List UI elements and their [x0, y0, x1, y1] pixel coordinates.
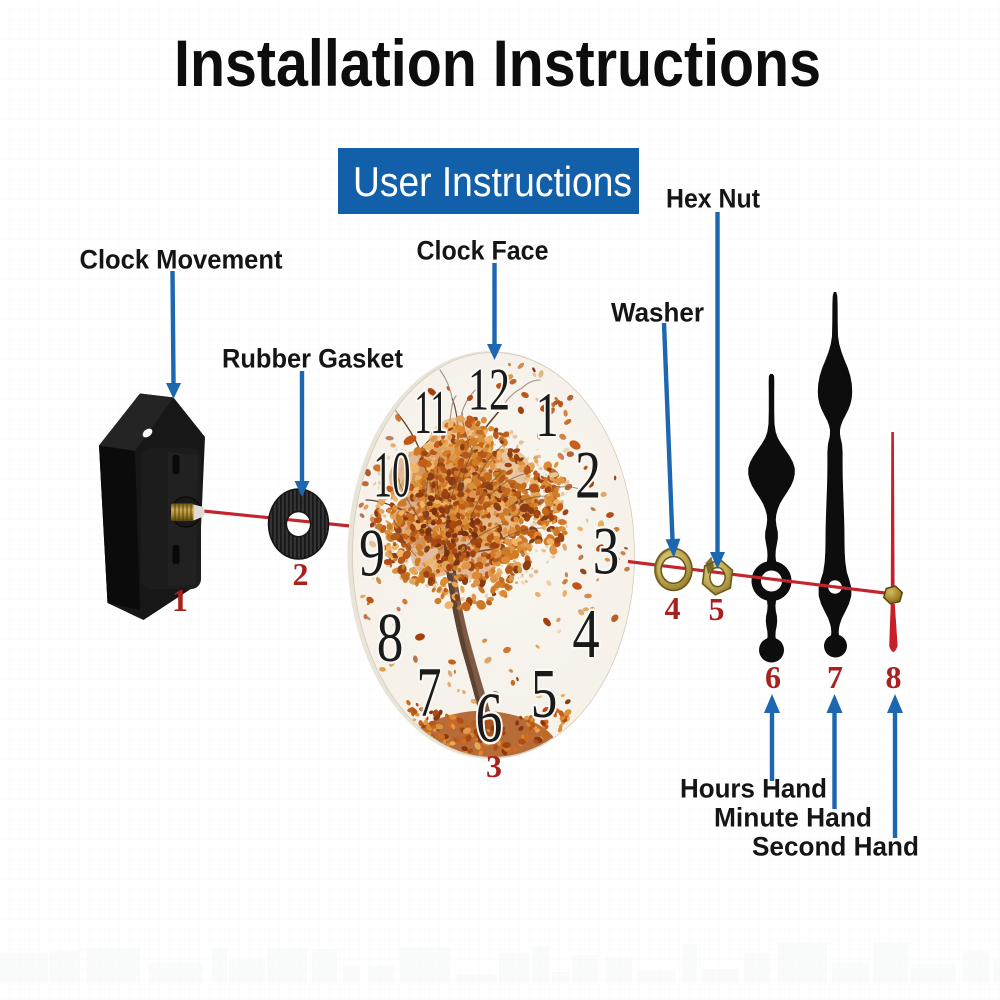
svg-text:1: 1 [172, 582, 188, 618]
svg-text:6: 6 [765, 659, 781, 695]
svg-text:2: 2 [575, 438, 601, 513]
svg-text:9: 9 [359, 516, 385, 591]
svg-text:3: 3 [593, 514, 620, 589]
svg-text:Clock Movement: Clock Movement [80, 245, 283, 275]
svg-text:5: 5 [531, 656, 558, 733]
svg-text:3: 3 [486, 748, 502, 784]
svg-text:4: 4 [572, 595, 599, 673]
svg-text:Hours Hand: Hours Hand [680, 774, 827, 804]
svg-text:Minute Hand: Minute Hand [714, 803, 872, 833]
svg-text:10: 10 [374, 437, 411, 511]
svg-text:User Instructions: User Instructions [353, 158, 632, 205]
svg-text:7: 7 [827, 659, 843, 695]
svg-text:7: 7 [417, 653, 442, 732]
svg-text:6: 6 [476, 678, 503, 757]
svg-text:Installation Instructions: Installation Instructions [174, 26, 821, 100]
svg-text:12: 12 [468, 357, 510, 423]
svg-text:5: 5 [709, 591, 725, 627]
svg-text:Clock Face: Clock Face [417, 236, 549, 266]
svg-text:8: 8 [886, 659, 902, 695]
svg-text:Washer: Washer [611, 298, 704, 328]
svg-text:2: 2 [293, 556, 309, 592]
svg-text:8: 8 [377, 600, 404, 677]
svg-text:Second Hand: Second Hand [752, 832, 919, 862]
svg-text:4: 4 [665, 590, 681, 626]
svg-text:Rubber Gasket: Rubber Gasket [222, 344, 403, 374]
svg-text:11: 11 [414, 378, 447, 447]
svg-text:Hex Nut: Hex Nut [666, 184, 760, 214]
svg-text:1: 1 [535, 380, 558, 451]
